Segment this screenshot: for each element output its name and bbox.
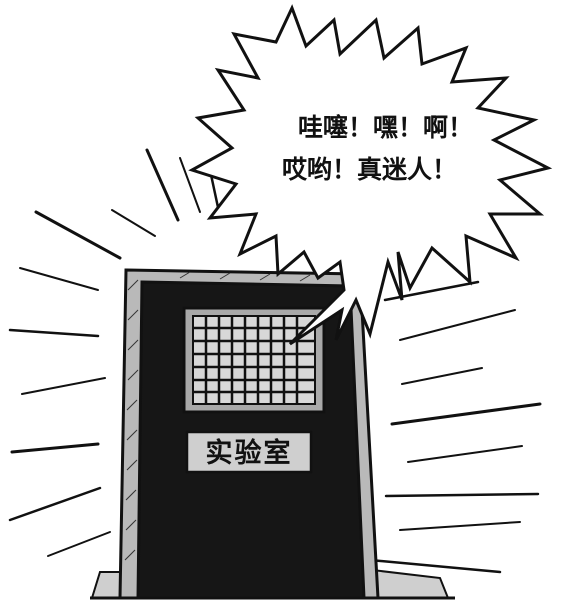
speech-bubble-line-1: 哇噻！嘿！啊！ [298,113,473,142]
speech-bubble [188,4,553,346]
door-window [182,306,326,414]
speech-bubble-line-2: 哎哟！真迷人！ [282,155,457,184]
door-sign: 实验室 [185,430,313,474]
door-sign-label: 实验室 [206,437,293,469]
